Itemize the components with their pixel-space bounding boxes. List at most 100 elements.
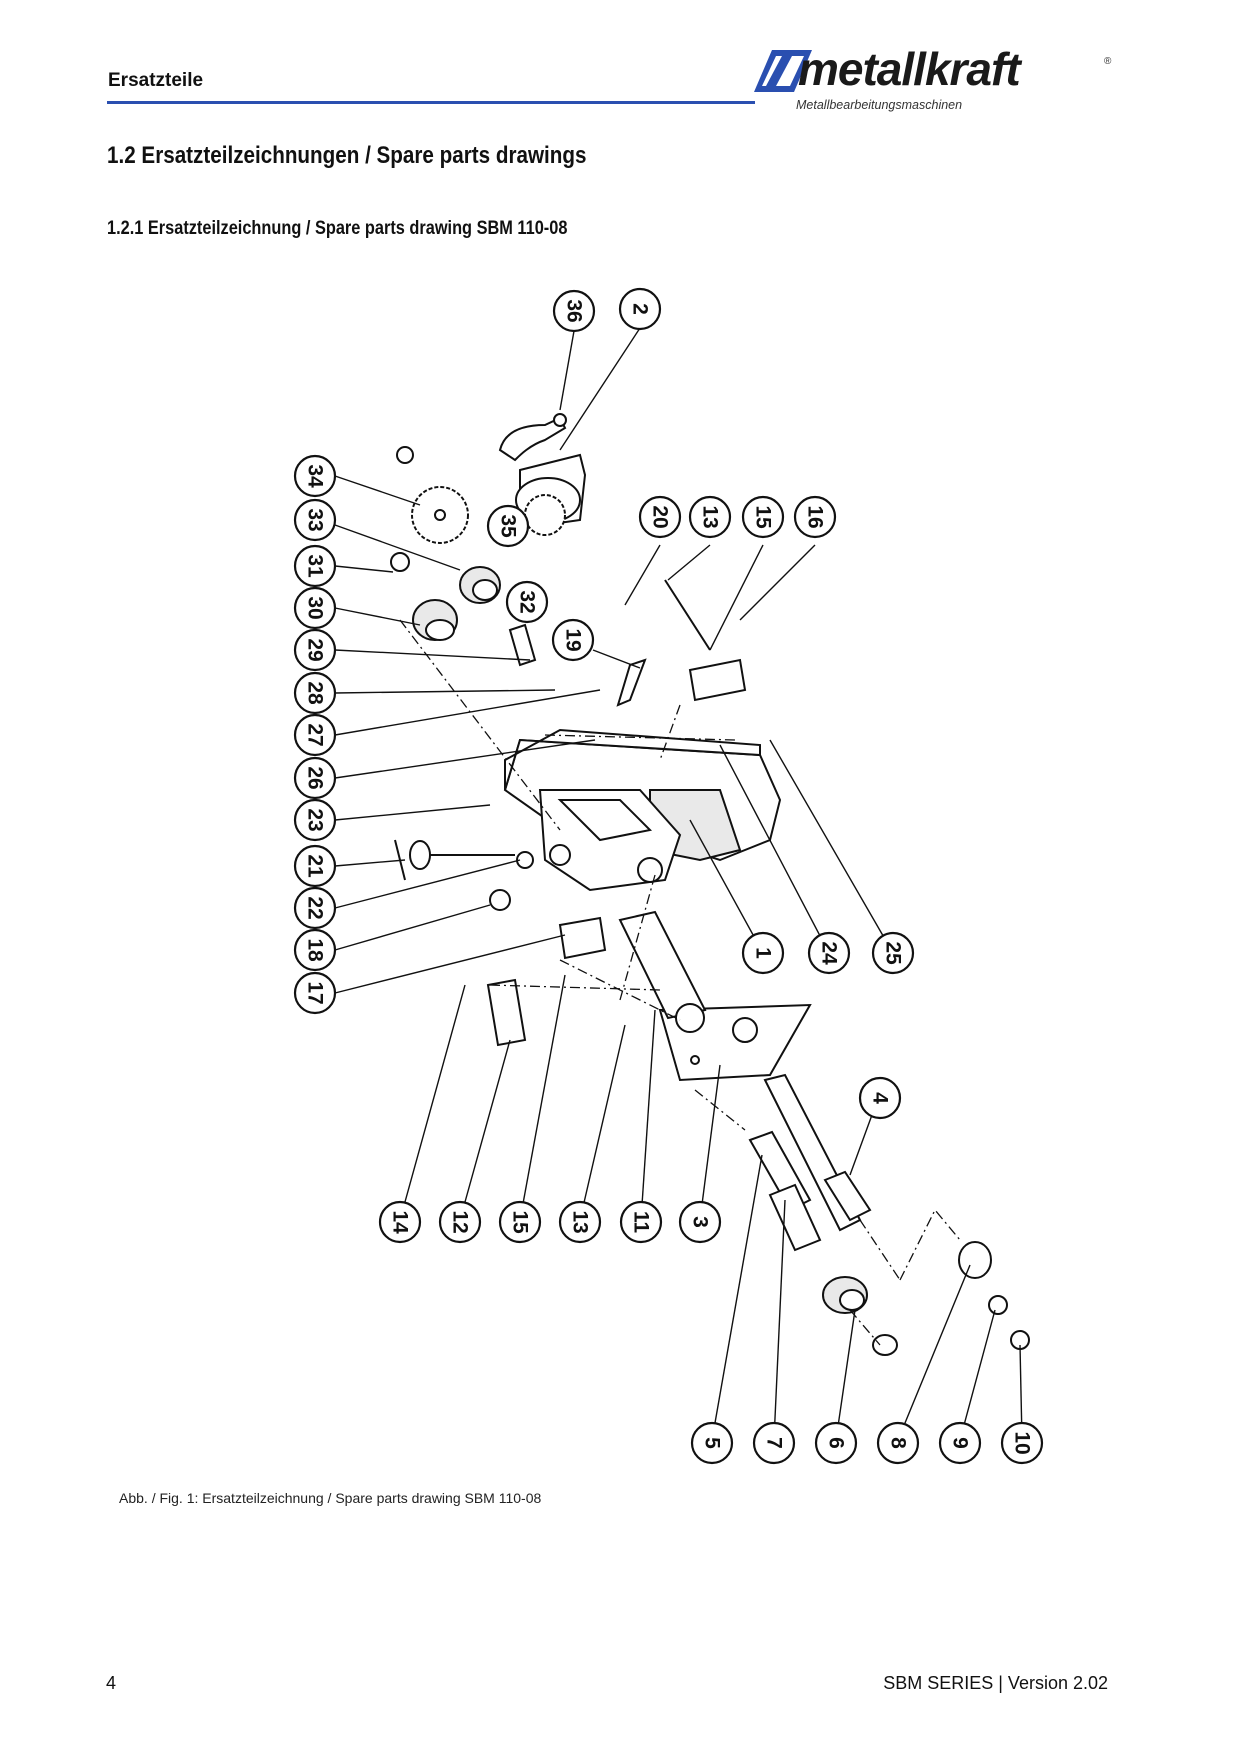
callout-36: 36 xyxy=(552,289,596,333)
callout-24: 24 xyxy=(807,931,851,975)
logo-wordmark: metallkraft xyxy=(798,43,1021,95)
callout-6: 6 xyxy=(814,1421,858,1465)
callout-28: 28 xyxy=(293,671,337,715)
callout-27: 27 xyxy=(293,713,337,757)
callout-11: 11 xyxy=(619,1200,663,1244)
part-bracket-15-top xyxy=(688,658,747,702)
brand-logo: metallkraft ® Metallbearbeitungsmaschine… xyxy=(752,43,1124,116)
callout-17-label: 17 xyxy=(304,981,327,1004)
part-crank-handle xyxy=(498,413,567,462)
leader-lines xyxy=(334,327,1023,1441)
callout-16: 16 xyxy=(793,495,837,539)
callout-1-label: 1 xyxy=(752,947,775,959)
callout-32-label: 32 xyxy=(516,590,539,613)
callout-19-label: 19 xyxy=(562,628,585,651)
callout-22-label: 22 xyxy=(304,896,327,919)
callout-16-label: 16 xyxy=(804,505,827,528)
callout-13-bottom: 13 xyxy=(558,1200,602,1244)
callout-5: 5 xyxy=(690,1421,734,1465)
callout-36-label: 36 xyxy=(563,299,586,322)
callout-8: 8 xyxy=(876,1421,920,1465)
callout-35-label: 35 xyxy=(497,514,520,538)
subsection-heading: 1.2.1 Ersatzteilzeichnung / Spare parts … xyxy=(107,218,568,239)
callout-7-label: 7 xyxy=(763,1437,786,1449)
part-gear-35 xyxy=(524,494,566,536)
callout-5-label: 5 xyxy=(701,1437,724,1449)
callout-9-label: 9 xyxy=(949,1437,972,1449)
callout-13-top: 13 xyxy=(688,495,732,539)
part-bolt-19 xyxy=(616,658,647,707)
callout-12: 12 xyxy=(438,1200,482,1244)
callout-3: 3 xyxy=(678,1200,722,1244)
callout-2-label: 2 xyxy=(629,303,652,315)
document-version: SBM SERIES | Version 2.02 xyxy=(883,1673,1108,1693)
callout-15-top: 15 xyxy=(741,495,785,539)
callout-35: 35 xyxy=(486,504,530,548)
callout-30-label: 30 xyxy=(304,596,327,619)
callout-2: 2 xyxy=(618,287,662,331)
part-shaft-32 xyxy=(508,623,537,667)
callout-32: 32 xyxy=(505,580,549,624)
callout-25: 25 xyxy=(871,931,915,975)
callout-20-label: 20 xyxy=(649,505,672,528)
callout-18-label: 18 xyxy=(304,938,327,962)
callout-3-label: 3 xyxy=(689,1216,712,1228)
callout-29: 29 xyxy=(293,628,337,672)
callout-21: 21 xyxy=(293,844,337,888)
logo-registered-mark: ® xyxy=(1104,56,1112,67)
section-heading: 1.2 Ersatzteilzeichnungen / Spare parts … xyxy=(107,142,587,169)
callout-4-label: 4 xyxy=(869,1092,892,1104)
callout-14-label: 14 xyxy=(389,1210,412,1234)
header-section-title: Ersatzteile xyxy=(108,70,204,91)
part-clamp-head xyxy=(538,789,682,892)
callout-23: 23 xyxy=(293,798,337,842)
logo-subtitle: Metallbearbeitungsmaschinen xyxy=(796,98,963,112)
callout-18: 18 xyxy=(293,928,337,972)
figure-caption: Abb. / Fig. 1: Ersatzteilzeichnung / Spa… xyxy=(119,1490,542,1506)
callout-10-label: 10 xyxy=(1011,1431,1034,1454)
callout-6-label: 6 xyxy=(825,1437,848,1449)
callout-22: 22 xyxy=(293,886,337,930)
page-number: 4 xyxy=(106,1673,117,1693)
callout-31: 31 xyxy=(293,544,337,588)
callout-26-label: 26 xyxy=(304,766,327,789)
logo-mark-icon xyxy=(754,50,812,92)
callout-8-label: 8 xyxy=(887,1437,910,1449)
callout-19: 19 xyxy=(551,618,595,662)
callout-27-label: 27 xyxy=(304,723,327,746)
callout-13-bottom-label: 13 xyxy=(569,1210,592,1233)
part-ring-31 xyxy=(390,552,410,572)
part-hinge-block xyxy=(618,910,707,1033)
callout-1: 1 xyxy=(741,931,785,975)
part-gear-large xyxy=(396,446,469,544)
callout-33-label: 33 xyxy=(304,508,327,531)
callout-14: 14 xyxy=(378,1200,422,1244)
callout-11-label: 11 xyxy=(630,1211,653,1234)
part-rod-13-top xyxy=(664,579,711,651)
callout-21-label: 21 xyxy=(304,854,327,878)
callout-12-label: 12 xyxy=(449,1210,472,1233)
callout-29-label: 29 xyxy=(304,638,327,661)
callout-10: 10 xyxy=(1000,1421,1044,1465)
callout-7: 7 xyxy=(752,1421,796,1465)
part-knob-18 xyxy=(489,889,511,911)
callout-13-top-label: 13 xyxy=(699,505,722,528)
callout-34: 34 xyxy=(293,454,337,498)
callout-17: 17 xyxy=(293,971,337,1015)
callout-31-label: 31 xyxy=(304,554,327,578)
part-bracket xyxy=(558,916,607,960)
part-knurled-gear-33 xyxy=(459,566,501,604)
callout-9: 9 xyxy=(938,1421,982,1465)
callout-23-label: 23 xyxy=(304,808,327,831)
callout-15-top-label: 15 xyxy=(752,505,775,529)
callout-25-label: 25 xyxy=(882,941,905,965)
callout-34-label: 34 xyxy=(304,464,327,488)
callout-15-bottom-label: 15 xyxy=(509,1210,532,1234)
callout-26: 26 xyxy=(293,756,337,800)
callout-28-label: 28 xyxy=(304,681,327,705)
part-spindle xyxy=(748,1073,1030,1356)
part-knurled-gear-30 xyxy=(412,599,458,641)
callout-20: 20 xyxy=(638,495,682,539)
part-clamp-plate xyxy=(486,978,527,1047)
callout-24-label: 24 xyxy=(818,941,841,965)
